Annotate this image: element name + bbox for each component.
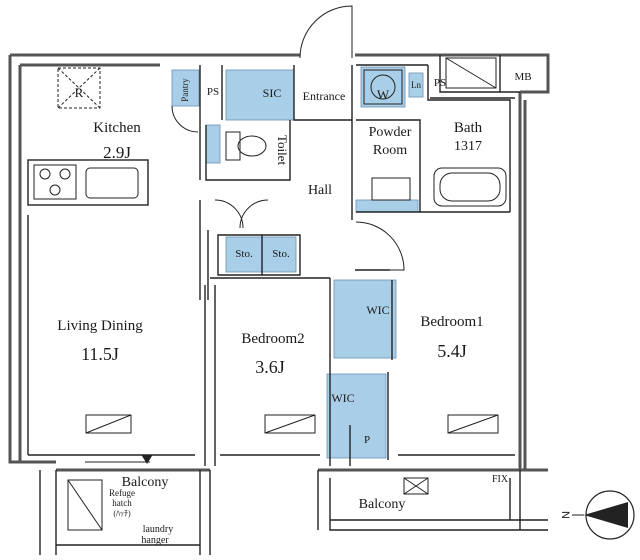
pantry-fill <box>171 69 200 107</box>
pantry-door-swing <box>171 105 199 133</box>
bathtub-icon <box>433 167 507 207</box>
entrance-door-swing <box>299 5 353 59</box>
kitchen-name: Kitchen <box>93 120 141 136</box>
compass-north-label: N <box>559 511 571 519</box>
refrigerator-label: R <box>75 85 84 100</box>
wic2-fill <box>326 373 387 459</box>
refuge-hatch-line1: Refuge <box>109 488 135 498</box>
sto-label-1: Sto. <box>235 248 253 260</box>
ps-right-label: PS <box>434 77 446 89</box>
powder-room-line1: Powder <box>369 125 412 140</box>
wash-basin-icon <box>371 177 411 201</box>
mb-label: MB <box>514 71 531 83</box>
sto-fill <box>225 236 297 273</box>
refrigerator-box <box>57 67 101 109</box>
sto-label-2: Sto. <box>272 248 290 260</box>
laundry-hanger-line1: laundry <box>143 524 174 535</box>
mb-marker <box>445 57 497 89</box>
kitchen-fixtures <box>33 67 139 200</box>
hall-label: Hall <box>308 183 332 198</box>
interior-walls <box>27 55 548 555</box>
doors <box>85 5 405 463</box>
storage-door-swing-a <box>214 199 244 229</box>
compass-needle-icon <box>584 502 628 528</box>
fix-label: FIX <box>492 474 509 485</box>
living-dining-name: Living Dining <box>57 318 143 334</box>
sic-label: SIC <box>263 86 282 100</box>
wic-label-1: WIC <box>366 303 389 317</box>
bedroom2-window-marker <box>264 414 316 434</box>
balcony-drain-marker <box>403 477 429 495</box>
hall-door-swing <box>355 221 405 271</box>
balcony-arrow-icon <box>141 454 153 464</box>
storage-fills <box>171 66 424 459</box>
refuge-hatch-line2: hatch <box>112 498 132 508</box>
toilet-icon <box>225 131 241 161</box>
storage-door-swing-b <box>239 199 269 229</box>
bath-name: Bath <box>454 120 483 136</box>
washer-label: W <box>377 87 390 102</box>
refuge-hatch-line3: (ﾊｯﾁ) <box>113 509 131 518</box>
linen-label: Ln <box>411 80 421 90</box>
living-window-marker <box>85 414 132 434</box>
powder-strip-fill <box>355 199 419 213</box>
bedroom1-window-marker <box>447 414 499 434</box>
refuge-hatch-box <box>67 479 103 531</box>
linen-fill <box>408 72 424 98</box>
ps-left-label: PS <box>207 86 219 98</box>
window-markers <box>67 57 499 531</box>
compass <box>572 490 635 540</box>
balcony-right-label: Balcony <box>359 497 406 512</box>
toilet-storage-fill <box>205 124 221 164</box>
balcony-left-label: Balcony <box>122 475 169 490</box>
kitchen-size: 2.9J <box>103 143 131 162</box>
bedroom1-size: 5.4J <box>437 341 467 361</box>
bedroom2-name: Bedroom2 <box>241 331 304 347</box>
bath-size: 1317 <box>454 139 482 154</box>
pantry-label: Pantry <box>180 78 190 102</box>
stove-icon <box>33 164 77 200</box>
washer-box <box>363 69 403 105</box>
room-labels: R Kitchen 2.9J Pantry PS SIC Entrance W … <box>57 71 571 546</box>
p-label: P <box>364 434 370 446</box>
entrance-label: Entrance <box>303 89 346 103</box>
powder-room-line2: Room <box>373 143 407 158</box>
sic-fill <box>225 69 295 121</box>
wic-label-2: WIC <box>331 391 354 405</box>
wic1-fill <box>333 279 397 359</box>
outer-walls <box>8 53 550 472</box>
laundry-hanger-line2: hanger <box>141 535 169 546</box>
toilet-label: Toilet <box>275 135 290 166</box>
washer-fill <box>360 66 406 108</box>
living-dining-size: 11.5J <box>81 344 119 364</box>
kitchen-sink-icon <box>85 167 139 199</box>
bedroom1-name: Bedroom1 <box>420 314 483 330</box>
bedroom2-size: 3.6J <box>255 357 285 377</box>
wet-fixtures <box>225 69 507 207</box>
